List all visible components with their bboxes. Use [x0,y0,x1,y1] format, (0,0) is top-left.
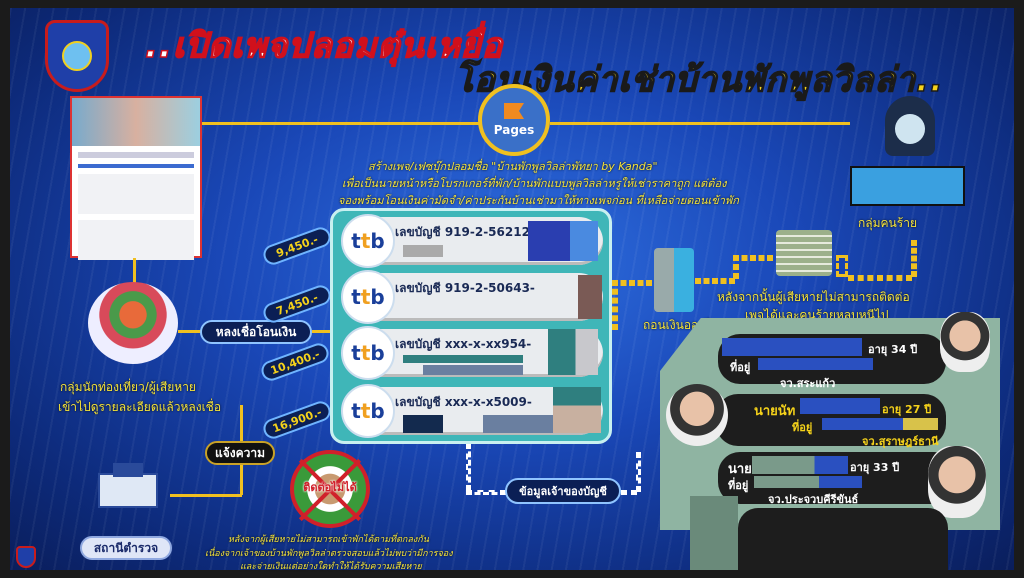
money-stack-icon [776,230,832,276]
description-line: จองพร้อมโอนเงินค่ามัดจำ/ค่าประกันบ้านเช่… [338,194,739,207]
suspect-name: นายนัท [754,404,796,419]
description-line: สร้างเพจ/เฟซบุ๊กปลอมชื่อ "บ้านพักพูลวิลล… [368,160,658,173]
suspect-province: จว.สุราษฎร์ธานี [862,435,939,448]
report-label: แจ้งความ [205,441,275,465]
house-caption: และจ่ายเงินแต่อย่างใดทำให้ได้รับความเสีย… [240,562,422,572]
redacted-block [403,415,443,433]
atm-icon [654,248,694,312]
victims-caption: เข้าไปดูรายละเอียดแล้วหลงเชื่อ [58,400,222,414]
account-number: เลขบัญชี xxx-x-x5009- [395,395,532,409]
dashed-connector [848,275,912,281]
redacted-block [403,245,443,257]
dashed-connector [466,443,471,491]
dashed-connector [636,452,641,492]
suspect-province: จว.ประจวบคีรีขันธ์ [768,493,859,506]
suspect-row: อายุ 34 ปี ที่อยู่ จว.สระแก้ว [718,334,946,390]
connector-line [170,494,242,497]
connector-line [133,258,136,283]
dashed-connector [621,490,637,495]
no-booking-house-icon [290,450,370,528]
transfer-money-label: หลงเชื่อโอนเงิน [200,320,312,344]
suspect-photo [940,312,990,372]
suspect-address-label: ที่อยู่ [730,361,751,374]
dashed-connector [695,278,735,284]
account-number: เลขบัญชี 919-2-56212- [395,225,535,239]
suspect-age: อายุ 27 ปี [882,403,932,416]
suspect-age: อายุ 34 ปี [868,343,918,356]
suspect-address-label: ที่อยู่ [728,479,749,492]
dashed-connector [836,255,848,277]
title-line-1: ..เปิดเพจปลอมตุ๋นเหยื่อ [144,25,504,67]
description-line: เพื่อเป็นนายหน้าหรือโบรกเกอร์ที่พัก/บ้าน… [342,177,727,190]
criminals-label: กลุ่มคนร้าย [858,216,917,230]
withdraw-caption: หลังจากนั้นผู้เสียหายไม่สามารถติดต่อ [717,290,910,304]
suspect-row: นายนัท อายุ 27 ปี ที่อยู่ จว.สุราษฎร์ธาน… [716,394,946,448]
connector-line [202,122,480,125]
suspect-name: นาย [728,462,752,477]
suspect-photo [928,446,986,518]
connector-line [550,122,850,125]
suspect-province: จว.สระแก้ว [780,377,836,390]
pages-label: Pages [493,123,535,137]
suspect-row: นาย อายุ 33 ปี ที่อยู่ จว.ประจวบคีรีขันธ… [718,452,956,506]
connector-line [178,330,202,333]
pages-icon: Pages [478,84,550,156]
dashed-connector [612,280,652,286]
dashed-connector [911,240,917,277]
redacted-block [528,221,598,261]
police-station-image [88,458,168,518]
suspect-row [738,508,948,570]
arrow-line [312,330,332,333]
house-caption: หลังจากผู้เสียหายไม่สามารถเข้าพักได้ตามท… [228,535,429,545]
victims-caption: กลุ่มนักท่องเที่ยว/ผู้เสียหาย [60,380,196,394]
tourist-police-logo [45,20,109,92]
suspect-photo [666,384,728,446]
redacted-block [483,415,553,433]
redacted-block [578,275,602,319]
account-owner-info-label: ข้อมูลเจ้าของบัญชี [505,478,621,504]
house-caption: เนื่องจากเจ้าของบ้านพักพูลวิลล่าตรวจสอบแ… [205,549,453,559]
fake-facebook-page-screenshot [70,96,202,260]
account-number: เลขบัญชี 919-2-50643- [395,281,535,295]
redacted-block [423,365,523,375]
redacted-block [403,355,523,363]
account-number: เลขบัญชี xxx-x-xx954- [395,337,532,351]
hacker-image [850,96,970,206]
flag-icon [504,103,524,119]
redacted-block [690,496,738,570]
dashed-connector [733,255,773,261]
victims-group-image [88,282,178,364]
dashed-connector [466,490,506,495]
redacted-block [553,387,601,433]
dashed-connector [612,280,618,330]
suspect-age: อายุ 33 ปี [850,461,900,474]
police-station-label: สถานีตำรวจ [80,536,172,560]
redacted-block [548,329,598,375]
suspect-address-label: ที่อยู่ [792,421,813,434]
stamp-text: ติดต่อไม่ได้ [303,481,357,494]
footer-police-logo [16,546,36,568]
